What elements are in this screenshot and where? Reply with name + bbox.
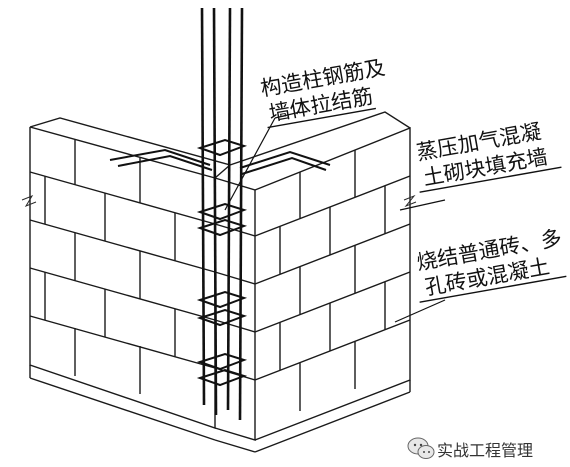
label-fired-brick: 烧结普通砖、多 孔砖或混凝土 bbox=[415, 226, 567, 303]
column-rebar-cage bbox=[196, 7, 248, 421]
left-wall bbox=[21, 117, 232, 441]
horizontal-tie-bars bbox=[109, 148, 331, 175]
leader-aac-block bbox=[399, 199, 446, 211]
watermark: 实战工程管理 bbox=[407, 437, 533, 460]
wechat-icon bbox=[407, 437, 435, 459]
leader-lines bbox=[224, 111, 446, 323]
corner-brick-pier bbox=[214, 177, 256, 453]
leader-fired-brick bbox=[394, 299, 446, 323]
leader-column-rebar bbox=[224, 117, 276, 211]
watermark-text: 实战工程管理 bbox=[437, 441, 533, 460]
right-wall bbox=[229, 111, 417, 453]
label-aac-block: 蒸压加气混凝 土砌块填充墙 bbox=[415, 119, 562, 193]
